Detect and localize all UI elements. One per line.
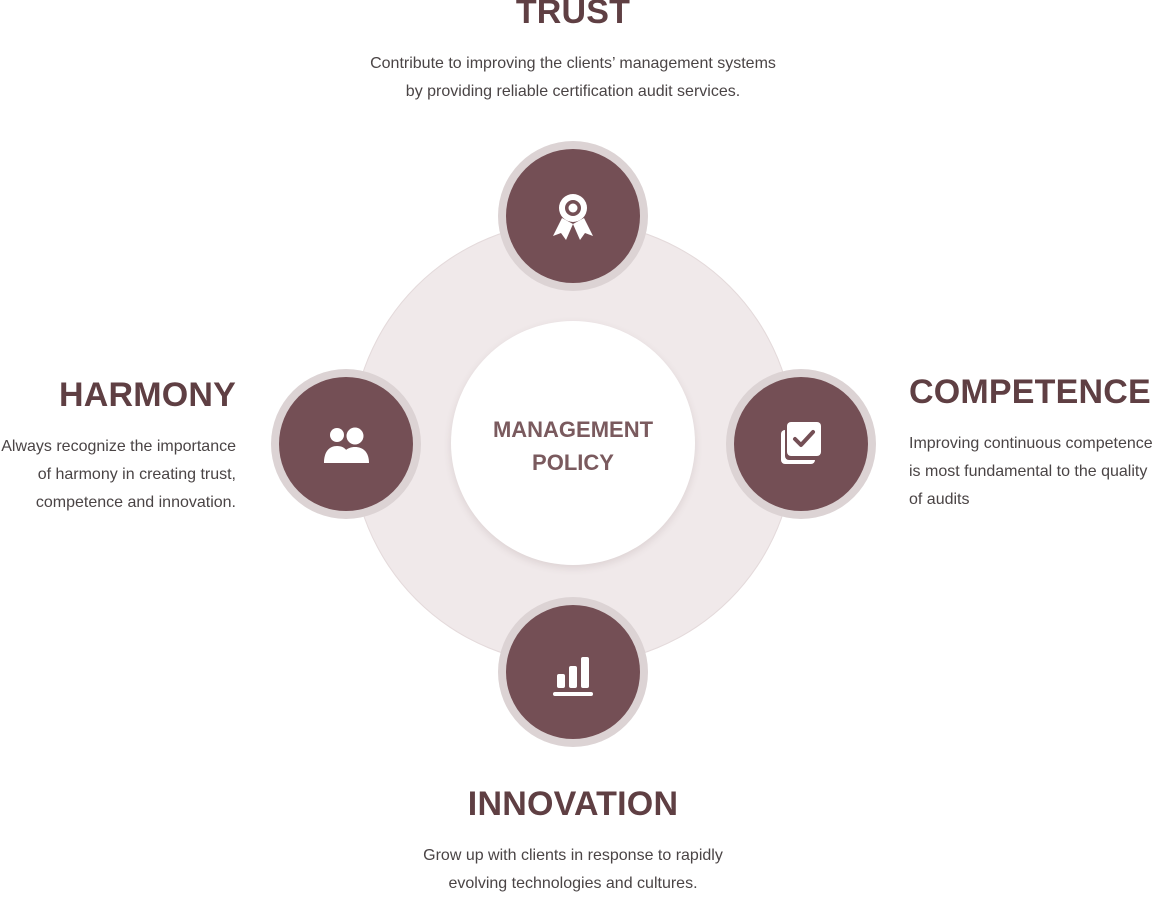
management-policy-label: MANAGEMENT POLICY: [451, 413, 695, 479]
trust-description-line: Contribute to improving the clients’ man…: [370, 55, 776, 72]
users-icon: [324, 427, 369, 463]
trust-description: Contribute to improving the clients’ man…: [323, 50, 823, 106]
management-policy-core: [451, 321, 695, 565]
competence-node: [726, 369, 876, 519]
competence-description: Improving continuous competence is most …: [909, 430, 1156, 514]
competence-title: COMPETENCE: [909, 373, 1151, 411]
trust-node: [498, 141, 648, 291]
innovation-description-line: evolving technologies and cultures.: [448, 875, 698, 892]
competence-description-line: is most fundamental to the quality: [909, 463, 1148, 480]
award-ribbon-icon: [553, 194, 593, 240]
bar-chart-icon: [553, 657, 593, 696]
harmony-node: [271, 369, 421, 519]
harmony-title: HARMONY: [58, 376, 236, 414]
harmony-description-line: competence and innovation.: [35, 494, 236, 511]
innovation-description-line: Grow up with clients in response to rapi…: [423, 847, 723, 864]
competence-description-line: Improving continuous competence: [909, 435, 1153, 452]
harmony-description-line: of harmony in creating trust,: [37, 466, 236, 483]
harmony-description: Always recognize the importance of harmo…: [0, 433, 236, 517]
innovation-node: [498, 597, 648, 747]
harmony-description-line: Always recognize the importance: [1, 438, 236, 455]
competence-description-line: of audits: [909, 491, 970, 508]
trust-title: TRUST: [515, 0, 631, 31]
checklist-icon: [781, 422, 821, 464]
management-policy-label-line: POLICY: [532, 450, 614, 475]
innovation-title: INNOVATION: [467, 785, 679, 823]
harmony-node-circle: [279, 377, 413, 511]
trust-node-circle: [506, 149, 640, 283]
management-policy-label-line: MANAGEMENT: [492, 417, 654, 442]
competence-node-circle: [734, 377, 868, 511]
innovation-node-circle: [506, 605, 640, 739]
trust-description-line: by providing reliable certification audi…: [405, 83, 741, 100]
innovation-description: Grow up with clients in response to rapi…: [323, 842, 823, 898]
